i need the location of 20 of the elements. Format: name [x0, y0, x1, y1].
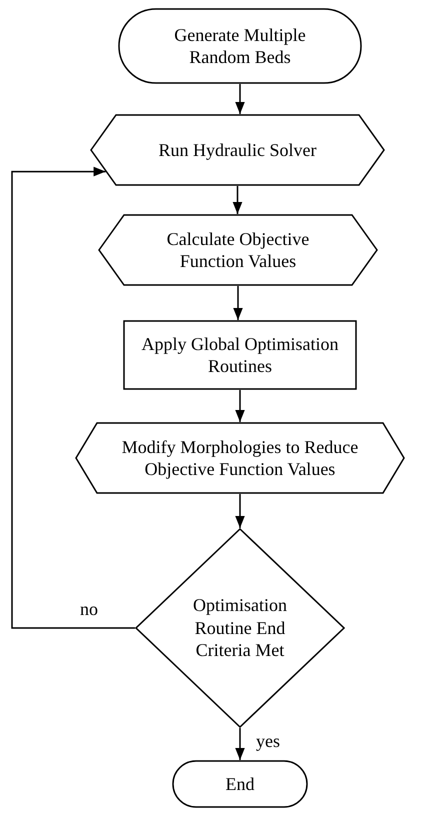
preparation-hexagon [98, 214, 378, 286]
node-label: Optimisation Routine End Criteria Met [192, 594, 288, 662]
node-label: Run Hydraulic Solver [158, 138, 316, 162]
process-box [123, 320, 357, 390]
terminal-node [172, 760, 308, 808]
preparation-hexagon [90, 114, 385, 186]
preparation-hexagon [75, 422, 405, 494]
arrow [233, 286, 243, 320]
arrow [11, 166, 135, 629]
node-label: Calculate Objective Function Values [166, 228, 310, 272]
node-label: Modify Morphologies to Reduce Objective Function Values [120, 436, 360, 480]
node-label: Generate Multiple Random Beds [173, 24, 307, 68]
arrow [235, 494, 245, 528]
decision-diamond [135, 528, 345, 728]
arrow [235, 728, 245, 760]
arrow [235, 84, 245, 114]
arrow [235, 390, 245, 422]
node-label: Apply Global Optimisation Routines [140, 332, 340, 378]
arrow [232, 186, 242, 214]
node-label: End [226, 772, 254, 796]
